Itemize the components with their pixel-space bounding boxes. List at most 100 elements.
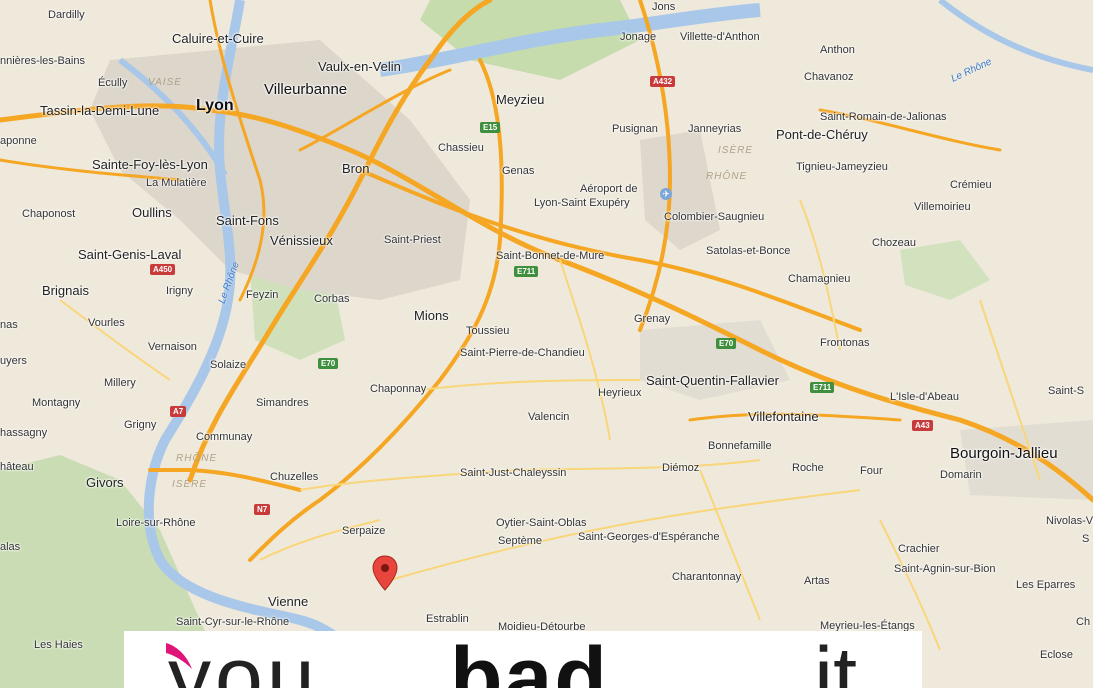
place-label-serpaize: Serpaize [342, 525, 386, 537]
place-label-saint-bonnet: Saint-Bonnet-de-Mure [496, 250, 605, 262]
place-label-brignais: Brignais [42, 283, 89, 298]
place-label-uyers: uyers [0, 355, 27, 367]
place-label-tignieu: Tignieu-Jameyzieu [796, 161, 888, 173]
urban-area-bourgoin [960, 420, 1093, 500]
place-label-jons: Jons [652, 1, 676, 13]
place-label-anthon: Anthon [820, 44, 855, 56]
logo-text-light: you [168, 631, 319, 688]
place-label-bonnefamille: Bonnefamille [708, 440, 772, 452]
map-pin-icon[interactable] [372, 555, 398, 591]
place-label-feyzin: Feyzin [246, 289, 279, 301]
place-label-pusignan: Pusignan [612, 123, 658, 135]
place-label-colombier: Colombier-Saugnieu [664, 211, 765, 223]
forest-east [900, 240, 990, 300]
place-label-grigny: Grigny [124, 419, 157, 431]
place-label-bains: nnières-les-Bains [0, 55, 85, 67]
place-label-villette: Villette-d'Anthon [680, 31, 760, 43]
place-label-diemoz: Diémoz [662, 462, 700, 474]
place-label-oullins: Oullins [132, 205, 172, 220]
swoosh-logo-icon [166, 643, 192, 669]
place-label-chateau: hâteau [0, 461, 34, 473]
place-label-pont-cheruy: Pont-de-Chéruy [776, 127, 868, 142]
dept-label-isere-2: ISÈRE [172, 479, 208, 490]
place-label-millery: Millery [104, 377, 136, 389]
place-label-aeroport-2: Lyon-Saint Exupéry [534, 197, 630, 209]
place-label-oytier: Oytier-Saint-Oblas [496, 517, 587, 529]
place-label-givors: Givors [86, 475, 124, 490]
place-label-cremieu: Crémieu [950, 179, 992, 191]
place-label-eclose: Eclose [1040, 649, 1074, 661]
place-label-loire: Loire-sur-Rhône [116, 517, 196, 529]
place-label-crachier: Crachier [898, 543, 940, 555]
place-label-corbas: Corbas [314, 293, 350, 305]
place-label-alas: alas [0, 541, 21, 553]
road-shield-e15: E15 [480, 122, 501, 133]
place-label-vaulx: Vaulx-en-Velin [318, 59, 401, 74]
place-label-saint-romain: Saint-Romain-de-Jalionas [820, 111, 947, 123]
place-label-dardilly: Dardilly [48, 9, 85, 21]
forest-area [0, 455, 230, 688]
place-label-venissieux: Vénissieux [270, 233, 333, 248]
secondary-roads [59, 199, 1041, 651]
place-label-chamagnieu: Chamagnieu [788, 273, 851, 285]
airport-icon: ✈ [660, 188, 672, 200]
place-label-chaponnay: Chaponnay [370, 383, 427, 395]
place-label-toussieu: Toussieu [466, 325, 510, 337]
place-label-moidieu: Moidieu-Détourbe [498, 621, 586, 633]
place-label-villefontaine: Villefontaine [748, 409, 819, 424]
place-label-saint-georges: Saint-Georges-d'Espéranche [578, 531, 720, 543]
urban-area-saint-quentin [640, 320, 790, 400]
place-label-genas: Genas [502, 165, 535, 177]
place-label-artas: Artas [804, 575, 830, 587]
district-label-vaise: VAISE [148, 77, 182, 88]
place-label-eparres: Les Eparres [1016, 579, 1076, 591]
place-label-meyzieu: Meyzieu [496, 92, 545, 107]
road-shield-a432: A432 [650, 76, 676, 87]
place-label-sainte-foy: Sainte-Foy-lès-Lyon [92, 157, 208, 172]
road-shield-e711-2: E711 [810, 382, 835, 393]
place-label-saint-genis: Saint-Genis-Laval [78, 247, 182, 262]
place-label-chassieu: Chassieu [438, 142, 484, 154]
road-shield-e70-2: E70 [716, 338, 737, 349]
place-label-montagny: Montagny [32, 397, 81, 409]
logo-text-tail: it [814, 631, 857, 688]
place-label-roche: Roche [792, 462, 824, 474]
place-label-caluire: Caluire-et-Cuire [172, 31, 264, 46]
place-label-four: Four [860, 465, 883, 477]
place-label-charantonnay: Charantonnay [672, 571, 742, 583]
place-label-mulatiere: La Mulatière [146, 177, 207, 189]
place-label-aponne: aponne [0, 135, 37, 147]
place-label-saint-s: Saint-S [1048, 385, 1085, 397]
place-label-vienne: Vienne [268, 594, 309, 609]
place-label-chuzelles: Chuzelles [270, 471, 319, 483]
road-shield-a43: A43 [912, 420, 933, 431]
place-label-saint-pierre: Saint-Pierre-de-Chandieu [460, 347, 585, 359]
place-label-vourles: Vourles [88, 317, 125, 329]
place-label-janneyrias: Janneyrias [688, 123, 742, 135]
place-label-saint-just: Saint-Just-Chaleyssin [460, 467, 567, 479]
place-label-ecully: Écully [98, 77, 128, 89]
place-label-estrablin: Estrablin [426, 613, 469, 625]
place-label-vernaison: Vernaison [148, 341, 197, 353]
place-label-septeme: Septème [498, 535, 543, 547]
road-shield-a7: A7 [170, 406, 187, 417]
dept-label-rhone-1: RHÔNE [706, 171, 748, 182]
place-label-les-haies: Les Haies [34, 639, 83, 651]
place-label-villeurbanne: Villeurbanne [264, 81, 348, 98]
river-rhone-north [379, 3, 761, 77]
place-label-hassagny: hassagny [0, 427, 48, 439]
place-label-frontonas: Frontonas [820, 337, 870, 349]
place-label-aeroport-1: Aéroport de [580, 183, 638, 195]
place-label-bron: Bron [342, 161, 370, 176]
place-label-jonage: Jonage [620, 31, 657, 43]
place-label-satolas: Satolas-et-Bonce [706, 245, 791, 257]
place-label-s-edge: S [1082, 533, 1090, 545]
place-label-tassin: Tassin-la-Demi-Lune [40, 103, 160, 118]
place-label-nas: nas [0, 319, 18, 331]
place-label-domarin: Domarin [940, 469, 982, 481]
place-label-saint-fons: Saint-Fons [216, 213, 279, 228]
place-label-bourgoin: Bourgoin-Jallieu [950, 445, 1058, 462]
place-label-isle-abeau: L'Isle-d'Abeau [890, 391, 960, 403]
river-rhone-east [938, 0, 1093, 73]
